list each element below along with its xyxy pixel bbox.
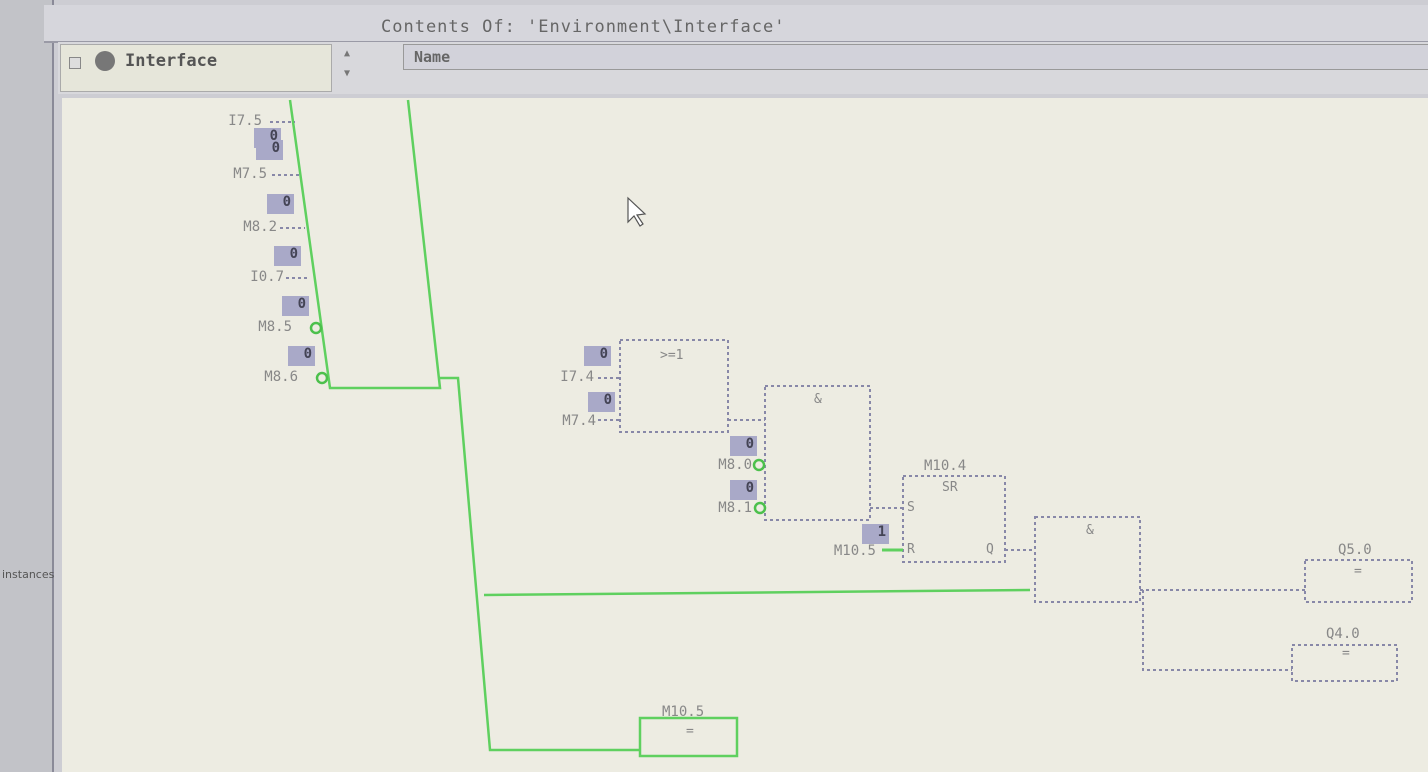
addr-i7-5: I7.5	[228, 113, 262, 129]
status-m7-4: 0	[588, 392, 615, 412]
status-i7-4: 0	[584, 346, 611, 366]
negation-m8-6	[315, 371, 329, 385]
status-i0-7: 0	[274, 246, 301, 266]
coil-q5-0-label: =	[1354, 564, 1362, 579]
status-m8-5: 0	[282, 296, 309, 316]
addr-m8-6: M8.6	[264, 369, 298, 385]
and-block-2-label: &	[814, 392, 822, 407]
coil-m10-5-address: M10.5	[662, 704, 705, 720]
addr-i0-7: I0.7	[250, 269, 284, 285]
addr-m8-2: M8.2	[243, 219, 277, 235]
coil-q5-0-box	[1304, 559, 1413, 603]
interface-icon	[95, 51, 115, 71]
column-name-label: Name	[414, 48, 451, 66]
contents-header: Contents Of: 'Environment\Interface'	[44, 5, 1428, 43]
branch-wire	[483, 588, 1031, 597]
and-block-3-label: &	[1086, 523, 1094, 538]
mouse-cursor-icon	[627, 196, 647, 227]
addr-m8-1: M8.1	[718, 500, 752, 516]
negation-m8-1	[753, 501, 767, 515]
sr-block-address: M10.4	[924, 458, 967, 474]
coil-q4-0-label: =	[1342, 646, 1350, 661]
contents-title: Contents Of: 'Environment\Interface'	[381, 17, 786, 37]
coil-q4-0-address: Q4.0	[1326, 626, 1360, 642]
addr-m8-5: M8.5	[258, 319, 292, 335]
addr-m8-0: M8.0	[718, 457, 752, 473]
addr-m10-5-reset: M10.5	[833, 543, 876, 559]
sr-set-pin: S	[907, 500, 915, 515]
fbd-canvas[interactable]: 0 I7.5 0 M7.5 0 M8.2 0 I0.7 0 M8.5 0 M8.…	[62, 98, 1428, 772]
or-block-label: >=1	[660, 348, 684, 363]
addr-m7-4: M7.4	[562, 413, 596, 429]
status-m7-5: 0	[256, 140, 283, 160]
status-m8-0: 0	[730, 436, 757, 456]
tree-item-interface[interactable]: Interface	[125, 51, 218, 71]
status-m8-6: 0	[288, 346, 315, 366]
sr-block-outline	[902, 475, 1006, 563]
coil-m10-5-box	[638, 716, 739, 758]
negation-m8-5	[309, 321, 323, 335]
sr-output-pin: Q	[986, 542, 994, 557]
left-pane-text[interactable]: instances	[2, 568, 55, 581]
coil-q4-0-box	[1291, 644, 1398, 682]
and-block-3-outline	[1034, 516, 1141, 603]
power-wire	[440, 376, 640, 752]
or-block-outline	[619, 339, 729, 433]
and-block-2-outline	[764, 385, 871, 521]
coil-q5-0-address: Q5.0	[1338, 542, 1372, 558]
status-m8-2: 0	[267, 194, 294, 214]
tree-scrollbar[interactable]: ▲▼	[343, 48, 351, 79]
network-wires	[270, 99, 1413, 758]
sr-reset-pin: R	[907, 542, 915, 557]
status-m8-1: 0	[730, 480, 757, 500]
coil-m10-5-label: =	[686, 724, 694, 739]
and-block-1-outline	[288, 99, 442, 390]
column-header-name[interactable]: Name	[403, 44, 1428, 70]
addr-m7-5: M7.5	[233, 166, 267, 182]
status-m10-5: 1	[862, 524, 889, 544]
negation-m8-0	[752, 458, 766, 472]
left-pane: instances	[0, 0, 54, 772]
interface-tree[interactable]: Interface	[60, 44, 332, 92]
collapse-icon[interactable]	[69, 57, 81, 69]
interface-panel: Interface ▲▼ Name	[58, 42, 1428, 94]
sr-block-label: SR	[942, 480, 958, 495]
addr-i7-4: I7.4	[560, 369, 594, 385]
